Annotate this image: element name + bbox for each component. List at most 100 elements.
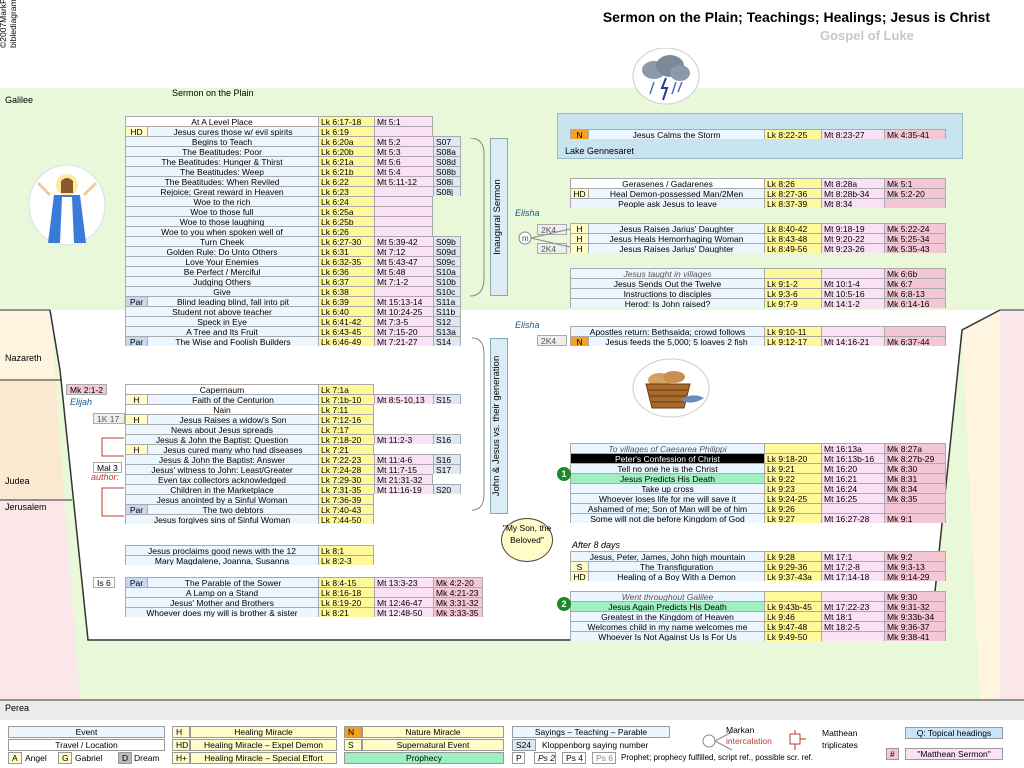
matt-ref-cell: Mt 5:39-42 — [374, 236, 433, 246]
event-cell: Jesus & John the Baptist: Answer — [125, 454, 318, 464]
matt-ref-cell: Mt 11:4-6 — [374, 454, 433, 464]
matt-ref-cell: Mt 18:1 — [821, 611, 884, 621]
mark-ref-cell: Mk 6:7 — [884, 278, 946, 288]
event-cell: Speck in Eye — [125, 316, 318, 326]
legend-a: A — [8, 752, 22, 764]
event-cell: To villages of Caesarea Philippi — [570, 443, 764, 453]
matt-ref-cell: Mt 17:1 — [821, 551, 884, 561]
saying-cell: S10a — [433, 266, 461, 276]
matt-ref-cell: Mt 16:21 — [821, 473, 884, 483]
luke-ref-cell: Lk 8:37-39 — [764, 198, 821, 208]
luke-ref-cell: Lk 6:46-49 — [318, 336, 374, 346]
event-cell: Woe to those laughing — [125, 216, 318, 226]
event-cell: The Beatitudes: Hunger & Thirst — [125, 156, 318, 166]
legend-angel: Angel — [25, 753, 47, 763]
event-cell: Woe to the rich — [125, 196, 318, 206]
saying-cell: S08i — [433, 176, 461, 186]
matt-ref-cell: Mt 5:6 — [374, 156, 433, 166]
after-8-days-label: After 8 days — [572, 540, 621, 550]
luke-ref-cell: Lk 9:3-6 — [764, 288, 821, 298]
event-cell: Student not above teacher — [125, 306, 318, 316]
table-row: Ashamed of me; Son of Man will be of him… — [570, 503, 946, 513]
legend-triplicates: triplicates — [822, 740, 858, 750]
luke-ref-cell: Lk 8:2-3 — [318, 555, 374, 565]
luke-ref-cell: Lk 9:22 — [764, 473, 821, 483]
matt-ref-cell — [821, 631, 884, 641]
ref-1k17: 1K 17 — [93, 413, 125, 424]
mark-ref-cell: Mk 3:31-32 — [433, 597, 483, 607]
event-cell: People ask Jesus to leave — [570, 198, 764, 208]
copyright-credit: ©2007MarkPoyserbiblediagrams.com — [0, 0, 18, 48]
event-cell: Jesus anointed by a Sinful Woman — [125, 494, 318, 504]
elijah-label: Elijah — [70, 397, 93, 407]
mark-ref-cell: Mk 4:21-23 — [433, 587, 483, 597]
luke-ref-cell: Lk 6:19 — [318, 126, 374, 136]
luke-ref-cell: Lk 6:25a — [318, 206, 374, 216]
table-row: Whoever does my will is brother & sister… — [125, 607, 483, 617]
matt-ref-cell: Mt 17:14-18 — [821, 571, 884, 581]
matt-ref-cell: Mt 10:5-16 — [821, 288, 884, 298]
luke-ref-cell: Lk 8:1 — [318, 545, 374, 555]
mark-ref-cell: Mk 8:27a — [884, 443, 946, 453]
event-cell: Nain — [125, 404, 318, 414]
matt-ref-cell: Mt 11:16-19 — [374, 484, 433, 494]
tag-cell: H — [125, 444, 147, 454]
event-cell: Instructions to disciples — [570, 288, 764, 298]
mark-ref-cell: Mk 5:1 — [884, 178, 946, 188]
mark-ref-cell: Mk 9:14-29 — [884, 571, 946, 581]
luke-ref-cell: Lk 6:39 — [318, 296, 374, 306]
matt-ref-cell — [374, 286, 433, 296]
legend-s24: S24 — [512, 739, 536, 751]
tag-cell: H — [570, 243, 588, 253]
prediction-marker-1: 1 — [557, 467, 571, 481]
event-cell: Begins to Teach — [125, 136, 318, 146]
page-title: Sermon on the Plain; Teachings; Healings… — [602, 9, 990, 25]
event-cell: News about Jesus spreads — [125, 424, 318, 434]
luke-ref-cell: Lk 6:40 — [318, 306, 374, 316]
saying-cell: S08j — [433, 186, 461, 196]
region-galilee: Galilee — [5, 95, 34, 105]
event-cell: Tell no one he is the Christ — [570, 463, 764, 473]
event-cell: Peter's Confession of Christ — [570, 453, 764, 463]
luke-ref-cell: Lk 6:17-18 — [318, 116, 374, 126]
luke-ref-cell: Lk 6:37 — [318, 276, 374, 286]
event-cell: Jesus Heals Hemorrhaging Woman — [588, 233, 764, 243]
author-label: author: — [91, 472, 120, 482]
tag-cell: N — [570, 129, 588, 139]
saying-cell: S08a — [433, 146, 461, 156]
matt-ref-cell: Mt 17:22-23 — [821, 601, 884, 611]
luke-ref-cell: Lk 6:24 — [318, 196, 374, 206]
event-cell: Apostles return: Bethsaida; crowd follow… — [570, 326, 764, 336]
luke-ref-cell: Lk 9:27 — [764, 513, 821, 523]
luke-ref-cell: Lk 6:21a — [318, 156, 374, 166]
legend-dream: Dream — [134, 753, 160, 763]
event-cell: The Beatitudes: Poor — [125, 146, 318, 156]
event-cell: Welcomes child in my name welcomes me — [570, 621, 764, 631]
luke-ref-cell: Lk 8:27-36 — [764, 188, 821, 198]
matt-ref-cell: Mt 5:48 — [374, 266, 433, 276]
luke-ref-cell — [764, 591, 821, 601]
markan-intercalation-mark: m — [518, 228, 571, 248]
tag-cell: H — [125, 394, 147, 404]
legend-ps2: Ps 2 — [534, 752, 556, 764]
event-cell: Jesus forgives sins of Sinful Woman — [125, 514, 318, 524]
luke-ref-cell: Lk 6:20a — [318, 136, 374, 146]
legend-matthean-sermon: "Matthean Sermon" — [905, 748, 1003, 760]
